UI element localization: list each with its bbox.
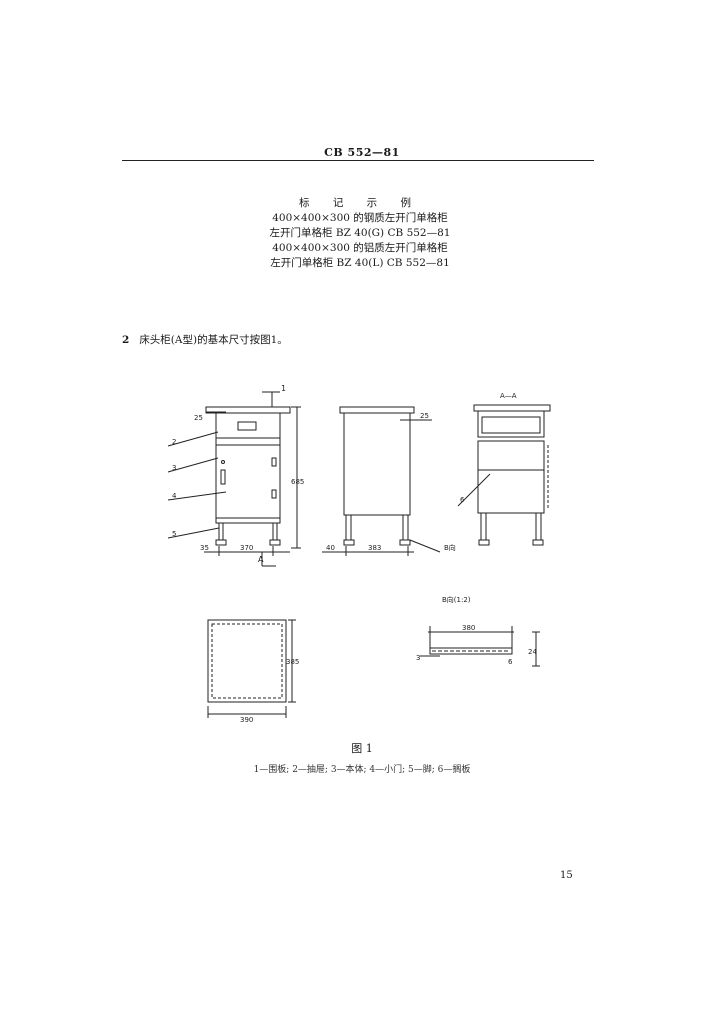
foot <box>269 539 281 546</box>
marking-example-line: 400×400×300 的铝质左开门单格柜 <box>272 242 448 254</box>
dim-25-right: 25 <box>420 412 429 420</box>
dim-foot: 35 <box>200 544 209 552</box>
plan-inner <box>211 623 283 699</box>
document-code: CB 552—81 <box>324 146 400 159</box>
marking-example-line: 左开门单格柜 BZ 40(G) CB 552—81 <box>269 227 451 239</box>
door-handle <box>220 469 226 485</box>
callout-5: 5 <box>172 530 176 538</box>
leader-line <box>167 527 220 539</box>
marking-example-line: 左开门单格柜 BZ 40(L) CB 552—81 <box>270 257 450 269</box>
foot <box>478 539 490 546</box>
detail-thickness: 24 <box>528 648 537 656</box>
plan-view: 390 385 <box>207 619 299 724</box>
callout-6: 6 <box>460 496 465 504</box>
cabinet-body <box>215 412 281 524</box>
clause-number: 2 <box>122 334 130 346</box>
front-view: 1 A 25 685 35 370 2 3 4 5 <box>167 384 304 567</box>
figure-label: 图 1 <box>351 742 373 755</box>
leader-line <box>457 473 491 507</box>
leader-line <box>167 491 227 501</box>
plan-depth: 385 <box>286 658 299 666</box>
figure-legend: 1—围板; 2—抽屉; 3—本体; 4—小门; 5—脚; 6—搁板 <box>253 765 471 775</box>
section-drawer-inner <box>481 416 541 434</box>
leader-line <box>167 431 219 447</box>
marking-example-line: 400×400×300 的钢质左开门单格柜 <box>272 212 448 224</box>
page-number: 15 <box>560 870 573 881</box>
header-rule <box>122 160 594 161</box>
section-view: A—A 6 <box>457 392 551 546</box>
section-label: A—A <box>500 392 517 400</box>
dim-side-width: 383 <box>368 544 381 552</box>
plan-width: 390 <box>240 716 253 724</box>
mark-1: 1 <box>281 384 286 393</box>
marking-example: 标 记 示 例 400×400×300 的钢质左开门单格柜 左开门单格柜 BZ … <box>200 196 520 271</box>
dim-25-left: 25 <box>194 414 203 422</box>
view-label: B向(1:2) <box>442 595 471 604</box>
foot <box>215 539 227 546</box>
clause-2: 2 床头柜(A型)的基本尺寸按图1。 <box>122 332 288 347</box>
detail-small: 3 <box>416 654 420 662</box>
section-body <box>477 440 545 514</box>
side-top-board <box>339 406 415 414</box>
clause-text: 床头柜(A型)的基本尺寸按图1。 <box>139 334 288 346</box>
dim-height: 685 <box>291 478 304 486</box>
leader-line <box>409 539 441 553</box>
callout-2: 2 <box>172 438 176 446</box>
lock-icon <box>221 460 225 464</box>
detail-board <box>429 647 513 655</box>
side-body <box>343 412 411 516</box>
foot <box>532 539 544 546</box>
callout-4: 4 <box>172 492 177 500</box>
side-view: 25 40 383 B向 <box>322 406 456 556</box>
dim-width: 370 <box>240 544 253 552</box>
detail-width: 380 <box>462 624 475 632</box>
leader-line <box>167 457 219 473</box>
dim-side-label: B向 <box>444 543 456 552</box>
detail-num: 6 <box>508 658 513 666</box>
drawer-handle <box>237 421 257 431</box>
marking-example-title: 标 记 示 例 <box>298 197 421 209</box>
detail-view: B向(1:2) 380 3 24 6 <box>416 595 540 667</box>
dim-side-foot: 40 <box>326 544 335 552</box>
plan-outline <box>207 619 287 703</box>
mark-a: A <box>258 555 264 564</box>
section-drawer <box>477 410 545 438</box>
foot <box>399 539 411 546</box>
callout-3: 3 <box>172 464 176 472</box>
hinge-icon <box>271 489 277 499</box>
hinge-icon <box>271 457 277 467</box>
section-top-board <box>473 404 551 412</box>
foot <box>343 539 355 546</box>
